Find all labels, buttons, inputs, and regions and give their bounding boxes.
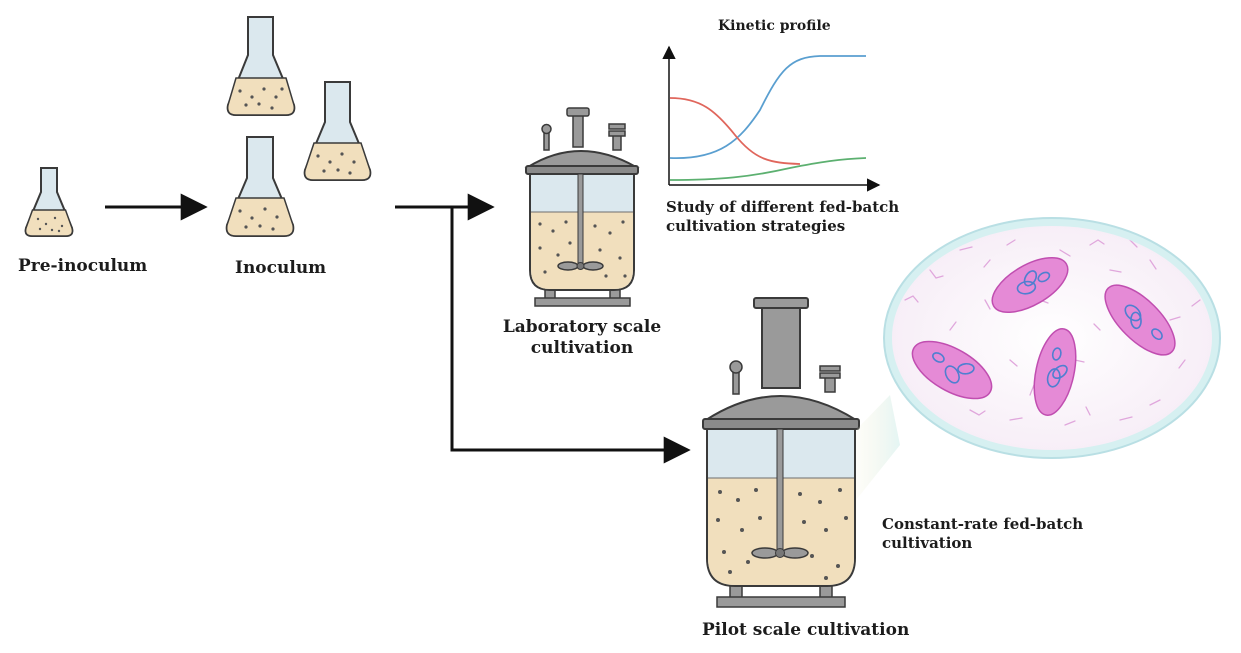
pre-inoculum-label: Pre-inoculum (18, 256, 148, 276)
constant-rate-line2: cultivation (882, 533, 973, 552)
kinetic-curve-red (669, 97, 801, 165)
inoculum-flask-right (303, 81, 372, 181)
lab-scale-label-line1: Laboratory scale (502, 317, 662, 337)
pre-inoculum-flask (24, 167, 74, 237)
inoculum-flask-bottom (225, 136, 295, 237)
fed-batch-study-line2: cultivation strategies (666, 216, 846, 235)
lab-scale-bioreactor (524, 107, 640, 307)
kinetic-curve-green (669, 157, 867, 181)
cell-right (1104, 284, 1176, 356)
lab-scale-label-line2: cultivation (530, 338, 634, 359)
pilot-scale-bioreactor (702, 297, 860, 608)
cell-top (991, 257, 1069, 313)
process-arrows (105, 193, 691, 464)
pilot-scale-label: Pilot scale cultivation (702, 620, 910, 640)
arrow-to-pilot-reactor (450, 207, 691, 464)
kinetic-curve-blue (669, 55, 866, 159)
fed-batch-study-label: Study of different fed-batch cultivation… (666, 198, 899, 236)
fed-batch-study-line1: Study of different fed-batch (666, 198, 900, 216)
inoculum-label: Inoculum (235, 258, 327, 278)
lab-scale-label: Laboratory scale cultivation (502, 317, 662, 360)
kinetic-profile-chart (662, 45, 881, 192)
background-debris (904, 239, 1201, 426)
kinetic-profile-title: Kinetic profile (718, 18, 831, 34)
constant-rate-label: Constant-rate fed-batch cultivation (882, 515, 1083, 553)
cell-left (911, 340, 993, 400)
microscope-view (883, 217, 1221, 459)
magnifier-beam (856, 395, 900, 500)
cell-center (1033, 328, 1077, 416)
inoculum-flask-top (226, 16, 296, 116)
constant-rate-line1: Constant-rate fed-batch (882, 515, 1084, 533)
